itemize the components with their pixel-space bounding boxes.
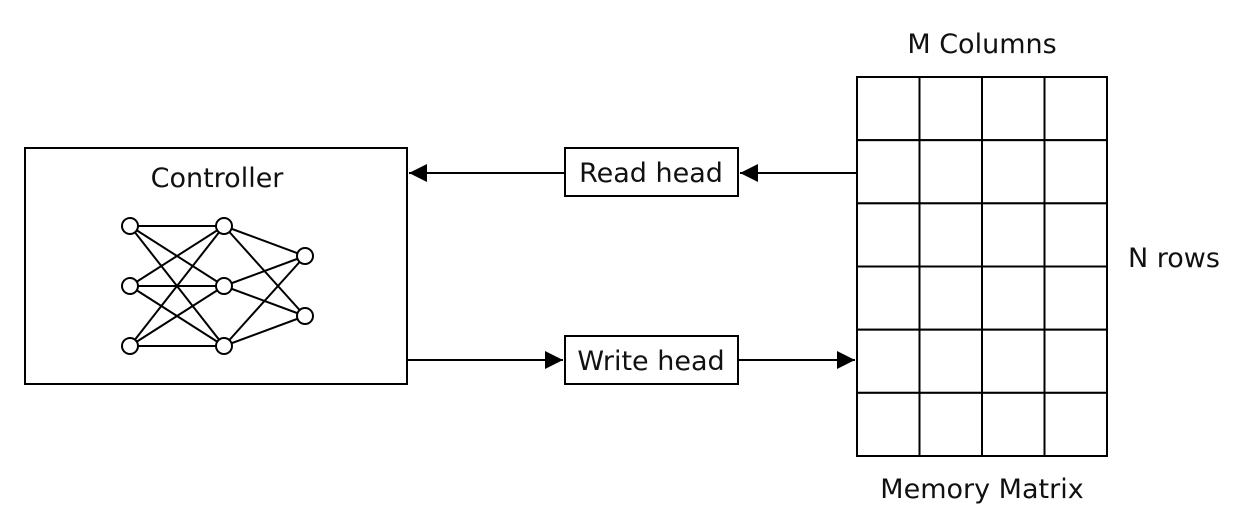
network-node-icon (296, 247, 314, 265)
network-edge (223, 315, 306, 347)
memory-cell (1043, 328, 1108, 394)
memory-cell (981, 76, 1046, 142)
read-head-label: Read head (579, 158, 723, 189)
memory-cell (981, 202, 1046, 268)
controller: Controller (24, 147, 408, 385)
network-node-icon (121, 277, 139, 295)
network-node-icon (296, 307, 314, 325)
write-head-box (564, 335, 739, 385)
memory-cell (856, 265, 921, 331)
memory-cell (981, 391, 1046, 458)
memory-cell (918, 265, 983, 331)
network-node-icon (121, 217, 139, 235)
memory-cell (856, 328, 921, 394)
memory-cell (981, 328, 1046, 394)
network-edge (129, 225, 225, 347)
network-edge (223, 225, 306, 257)
memory-cell (1043, 139, 1108, 205)
memory-cell (856, 391, 921, 458)
controller-label: Controller (151, 163, 285, 194)
memory-cell (856, 202, 921, 268)
memory-cell (918, 139, 983, 205)
read-head-box (564, 147, 739, 197)
memory-matrix-caption: Memory Matrix (880, 474, 1083, 505)
network-edge (129, 285, 225, 347)
memory-cell (856, 139, 921, 205)
network-node-icon (215, 217, 233, 235)
network-edge (223, 255, 306, 287)
write-head-label: Write head (577, 346, 724, 377)
memory-cell (1043, 391, 1108, 458)
network-node-icon (215, 277, 233, 295)
network-edge (129, 225, 225, 287)
memory-matrix (856, 76, 1108, 458)
memory-rows-label: N rows (1128, 243, 1220, 274)
memory-cell (1043, 202, 1108, 268)
memory-cell (856, 76, 921, 142)
memory-cell (981, 139, 1046, 205)
network-edge (223, 255, 306, 347)
memory-cell (981, 265, 1046, 331)
memory-cell (1043, 265, 1108, 331)
neural-network-icon (121, 217, 314, 355)
network-node-icon (215, 337, 233, 355)
memory-cell (1043, 76, 1108, 142)
memory-cell (918, 76, 983, 142)
memory-cell (918, 391, 983, 458)
memory-cell (918, 328, 983, 394)
memory-columns-label: M Columns (907, 29, 1056, 60)
network-node-icon (121, 337, 139, 355)
memory-cell (918, 202, 983, 268)
